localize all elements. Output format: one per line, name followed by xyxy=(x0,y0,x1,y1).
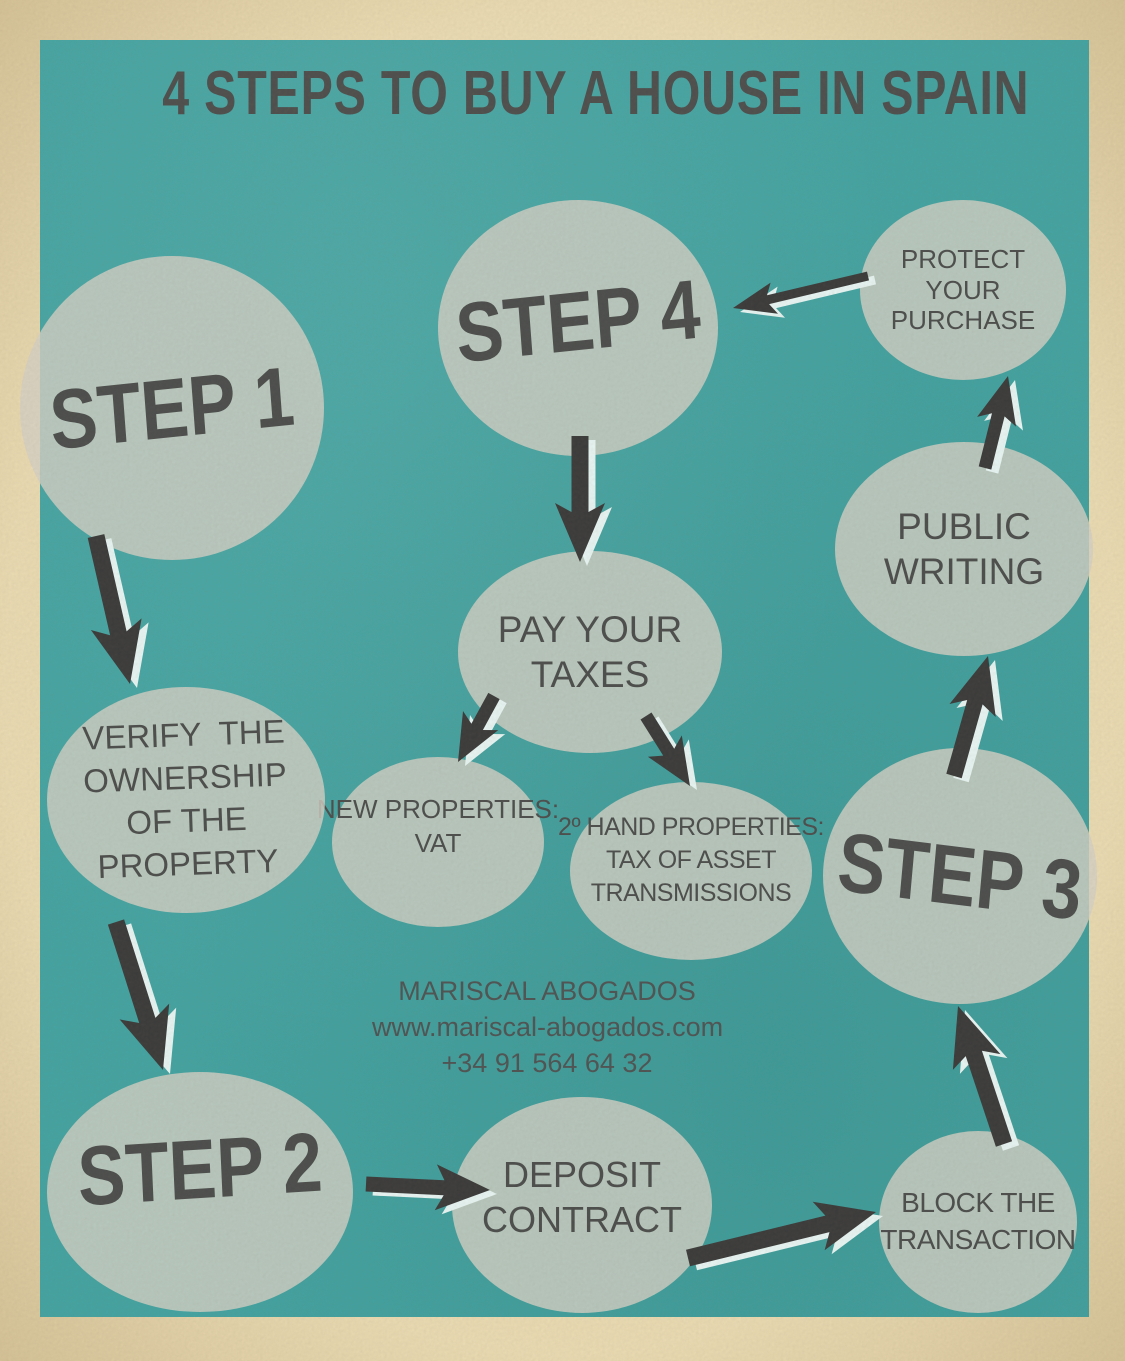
deposit-line-2: CONTRACT xyxy=(482,1199,682,1240)
node-block-transaction: BLOCK THE TRANSACTION xyxy=(879,1131,1077,1313)
title-wrap: 4 STEPS TO BUY A HOUSE IN SPAIN xyxy=(40,58,1089,129)
new-properties-line-2: VAT xyxy=(414,828,462,858)
new-properties-line-1: NEW PROPERTIES: xyxy=(316,794,560,825)
second-hand-line-2: TAX OF ASSET xyxy=(606,845,776,874)
step-2-label: STEP 2 xyxy=(75,1114,325,1224)
website-url: www.mariscal-abogados.com xyxy=(372,1011,724,1042)
node-protect-purchase: PROTECT YOUR PURCHASE xyxy=(860,200,1066,380)
verify-line-4: PROPERTY xyxy=(97,841,280,885)
block-line-1: BLOCK THE xyxy=(901,1187,1055,1219)
second-hand-line-3: TRANSMISSIONS xyxy=(590,878,792,907)
step-4-label: STEP 4 xyxy=(452,261,704,380)
protect-line-3: PURCHASE xyxy=(890,305,1036,336)
node-step-1: STEP 1 xyxy=(20,256,324,560)
node-pay-taxes: PAY YOUR TAXES xyxy=(458,551,722,753)
verify-line-1: VERIFY THE xyxy=(81,712,286,757)
node-public-writing: PUBLIC WRITING xyxy=(835,442,1093,656)
node-verify-ownership: VERIFY THE OWNERSHIP OF THE PROPERTY xyxy=(47,687,325,913)
node-step-4: STEP 4 xyxy=(438,200,718,456)
page-title: 4 STEPS TO BUY A HOUSE IN SPAIN xyxy=(162,59,1030,128)
node-new-properties-vat: NEW PROPERTIES: VAT xyxy=(317,757,559,927)
pay-taxes-line-2: TAXES xyxy=(530,654,650,695)
deposit-line-1: DEPOSIT xyxy=(502,1154,662,1195)
node-step-2: STEP 2 xyxy=(47,1072,353,1312)
pay-taxes-line-1: PAY YOUR xyxy=(497,608,683,650)
step-1-label: STEP 1 xyxy=(46,348,298,467)
block-line-2: TRANSACTION xyxy=(880,1224,1076,1255)
second-hand-line-1: 2º HAND PROPERTIES: xyxy=(558,812,824,841)
public-writing-line-2: WRITING xyxy=(883,551,1045,592)
node-deposit-contract: DEPOSIT CONTRACT xyxy=(452,1097,712,1313)
node-step-3: STEP 3 xyxy=(823,748,1097,1004)
node-second-hand-properties: 2º HAND PROPERTIES: TAX OF ASSET TRANSMI… xyxy=(558,782,824,960)
contact-block: MARISCAL ABOGADOS www.mariscal-abogados.… xyxy=(372,974,724,1082)
protect-line-1: PROTECT xyxy=(900,243,1026,274)
verify-line-3: OF THE xyxy=(125,799,248,842)
protect-line-2: YOUR xyxy=(925,274,1001,305)
step-3-label: STEP 3 xyxy=(834,813,1086,938)
verify-line-2: OWNERSHIP xyxy=(82,755,288,800)
firm-name: MARISCAL ABOGADOS xyxy=(398,976,696,1006)
public-writing-line-1: PUBLIC xyxy=(897,505,1031,547)
phone-number: +34 91 564 64 32 xyxy=(441,1047,653,1078)
